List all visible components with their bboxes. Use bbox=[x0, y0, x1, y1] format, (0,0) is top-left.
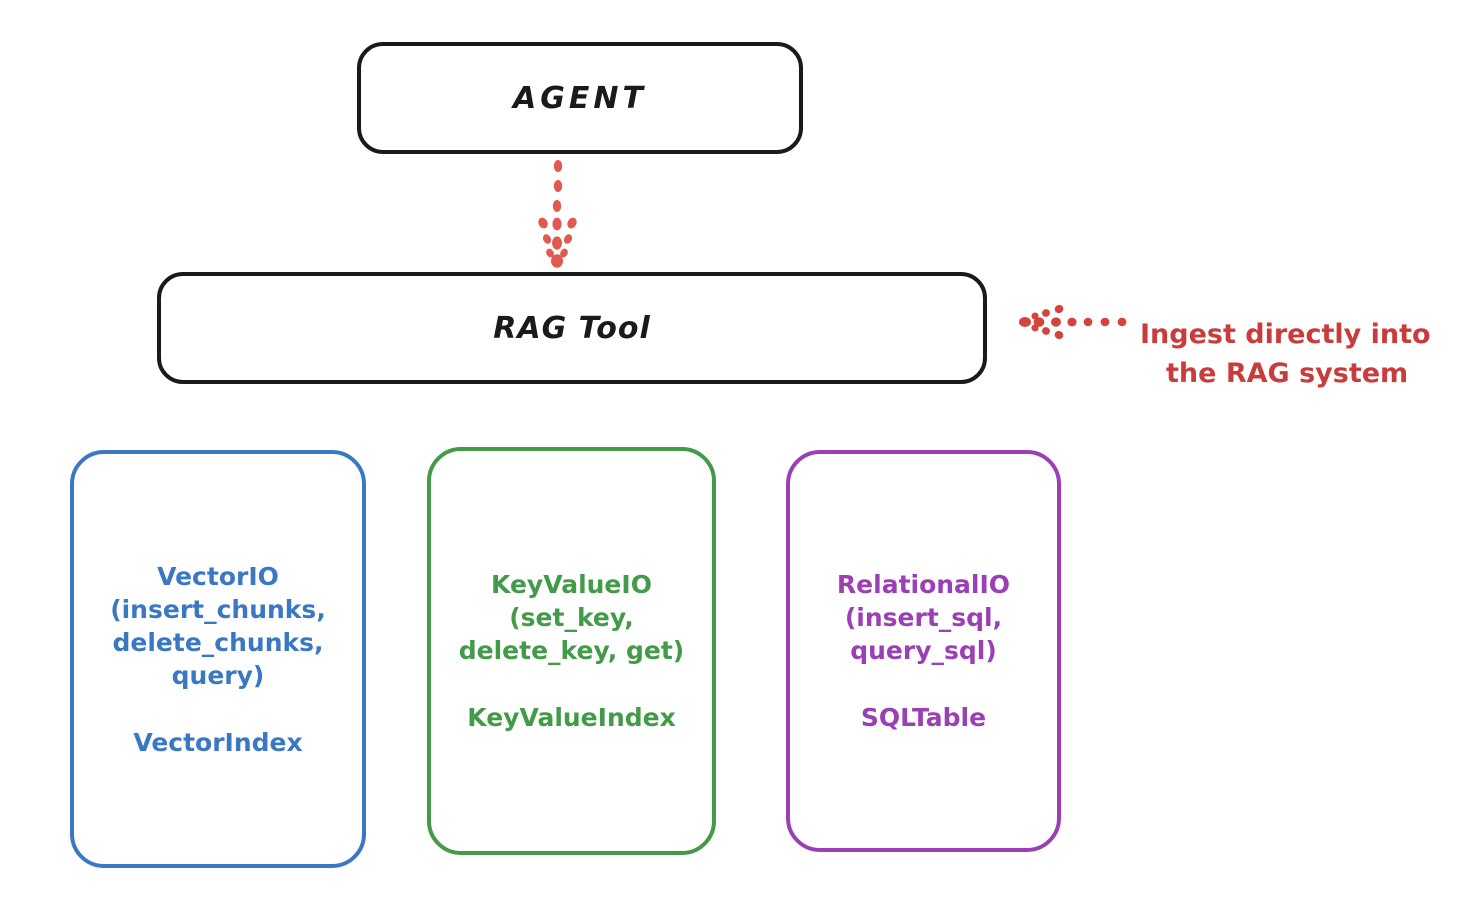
node-agent[interactable]: AGENT bbox=[357, 42, 803, 154]
node-key-value-io-api-label: KeyValueIO (set_key, delete_key, get) bbox=[458, 570, 685, 665]
node-relational-io-index-label: SQLTable bbox=[860, 703, 987, 732]
node-rag-tool-label: RAG Tool bbox=[493, 310, 651, 346]
annotation-ingest-line-2: the RAG system bbox=[1166, 357, 1409, 389]
node-relational-io[interactable]: RelationalIO (insert_sql, query_sql) SQL… bbox=[786, 450, 1061, 852]
node-vector-io-api-label: VectorIO (insert_chunks, delete_chunks, … bbox=[110, 561, 326, 690]
connector-ingest-arrow-icon bbox=[1019, 304, 1127, 340]
node-key-value-io-index-label: KeyValueIndex bbox=[467, 703, 676, 732]
node-key-value-io[interactable]: KeyValueIO (set_key, delete_key, get) Ke… bbox=[427, 447, 716, 855]
node-vector-io[interactable]: VectorIO (insert_chunks, delete_chunks, … bbox=[70, 450, 366, 868]
node-vector-io-index-label: VectorIndex bbox=[133, 727, 303, 757]
node-rag-tool[interactable]: RAG Tool bbox=[157, 272, 987, 384]
node-relational-io-api-label: RelationalIO (insert_sql, query_sql) bbox=[836, 570, 1011, 665]
annotation-ingest-note: Ingest directly into the RAG system bbox=[1140, 278, 1480, 431]
node-agent-label: AGENT bbox=[513, 80, 647, 116]
annotation-ingest-line-1: Ingest directly into bbox=[1140, 319, 1431, 351]
connector-agent-to-rag-tool-icon bbox=[538, 160, 577, 268]
